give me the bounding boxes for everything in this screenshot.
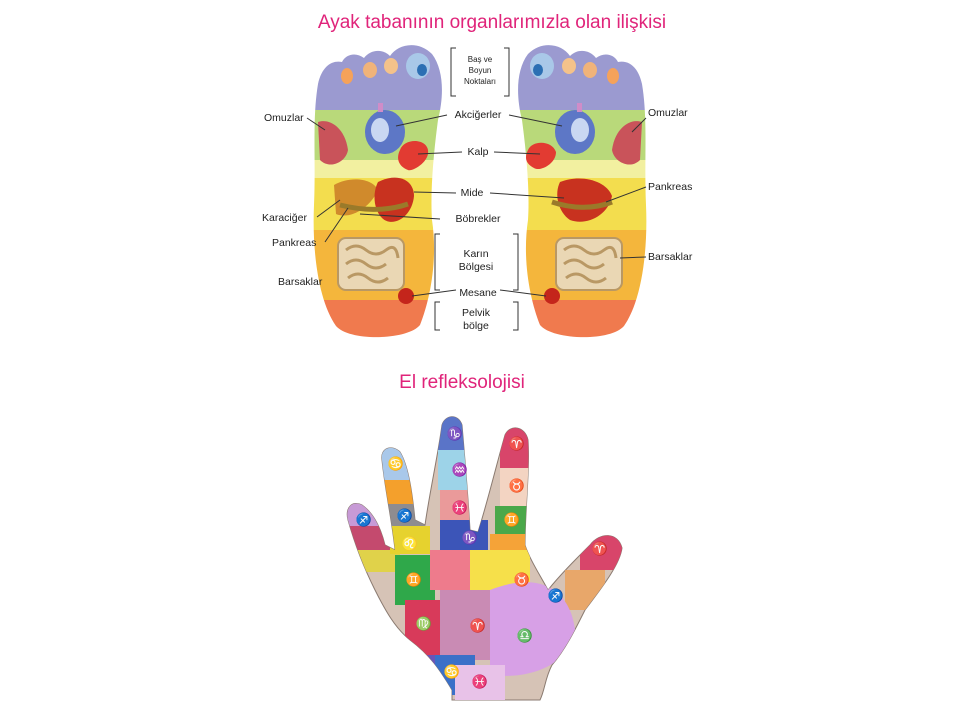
intestines-label: Barsaklar [648, 251, 693, 263]
lungs-icon [571, 118, 589, 142]
bladder-icon [398, 288, 414, 304]
hand: ♈ ♈ ♉ ♊ ♑ ♒ ♓ ♑ ♋ ♐ ♌ ♐ ♉ ♈ ♎ ♊ ♍ ♋ ♓ ♐ [346, 416, 623, 701]
index-tip-symbol: ♈ [509, 436, 525, 452]
pancreas-label: Pankreas [272, 237, 316, 249]
head-neck-label: Boyun [469, 66, 492, 75]
intestines-icon [337, 237, 405, 291]
shoulder-icon [318, 121, 348, 165]
left-foot-organs [318, 53, 430, 304]
palm-symbol: ♈ [470, 618, 486, 634]
lungs-label: Akciğerler [455, 109, 502, 121]
thumb-symbol: ♈ [592, 541, 608, 557]
palm-symbol: ♋ [444, 664, 460, 680]
lungs-icon [371, 118, 389, 142]
pelvic-label: bölge [463, 320, 489, 332]
abdomen-label: Bölgesi [459, 261, 493, 273]
toe-head-icon [583, 62, 597, 78]
stomach-icon [557, 178, 612, 222]
heart-label: Kalp [467, 146, 488, 158]
middle-symbol: ♒ [452, 462, 468, 478]
pancreas-label: Pankreas [648, 181, 692, 193]
brain-icon [530, 53, 554, 79]
hand-title: El refleksolojisi [399, 372, 525, 393]
bladder-icon [544, 288, 560, 304]
toe-head-icon [341, 68, 353, 84]
palm-symbol: ♍ [416, 616, 432, 632]
heel-zone [518, 300, 647, 338]
heel-zone [313, 300, 442, 338]
brain-icon [533, 64, 543, 76]
middle-tip-symbol: ♑ [447, 426, 463, 442]
diaphragm-zone [518, 160, 647, 178]
bladder-label: Mesane [459, 287, 497, 299]
brain-icon [406, 53, 430, 79]
palm-symbol: ♎ [517, 628, 533, 644]
heart-icon [526, 142, 556, 170]
toe-head-icon [384, 58, 398, 74]
pancreas-icon [551, 199, 613, 210]
kidneys-label: Böbrekler [456, 213, 501, 225]
head-neck-label: Baş ve [468, 55, 493, 64]
middle-symbol: ♓ [452, 500, 468, 516]
bracket [434, 233, 519, 291]
little-tip-symbol: ♐ [356, 512, 372, 528]
palm-symbol: ♐ [548, 588, 564, 604]
stomach-label: Mide [461, 187, 484, 199]
bracket [434, 301, 519, 331]
liver-label: Karaciğer [262, 212, 307, 224]
shoulders-label: Omuzlar [264, 112, 304, 124]
feet-title: Ayak tabanının organlarımızla olan ilişk… [317, 12, 667, 33]
ring-tip-symbol: ♋ [388, 456, 404, 472]
intestines-icon [563, 244, 618, 284]
shoulders-label: Omuzlar [648, 107, 688, 119]
palm-symbol: ♉ [514, 572, 530, 588]
thyroid-icon [577, 103, 582, 112]
toe-head-icon [607, 68, 619, 84]
head-neck-label: Noktaları [464, 77, 496, 86]
middle-symbol: ♑ [462, 530, 478, 546]
intestines-label: Barsaklar [278, 276, 323, 288]
toe-zone [518, 45, 647, 110]
heart-icon [398, 141, 429, 171]
intestines-icon [555, 237, 623, 291]
right-foot-organs [526, 53, 642, 304]
toe-head-icon [562, 58, 576, 74]
foot-labels: Baş ve Boyun Noktaları Akciğerler Kalp M… [262, 47, 693, 332]
toe-head-icon [363, 62, 377, 78]
pancreas-icon [339, 201, 409, 212]
index-symbol: ♉ [509, 478, 525, 494]
abdomen-label: Karın [463, 248, 488, 260]
intestines-icon [345, 244, 400, 284]
ring-symbol: ♌ [402, 536, 418, 552]
brain-icon [417, 64, 427, 76]
palm-symbol: ♊ [406, 572, 422, 588]
toe-zone [313, 45, 442, 110]
palm-symbol: ♓ [472, 674, 488, 690]
thyroid-icon [378, 103, 383, 112]
index-symbol: ♊ [504, 512, 520, 528]
pelvic-label: Pelvik [462, 307, 491, 319]
ring-symbol: ♐ [397, 508, 413, 524]
shoulder-icon [612, 121, 642, 165]
bracket [450, 47, 510, 97]
